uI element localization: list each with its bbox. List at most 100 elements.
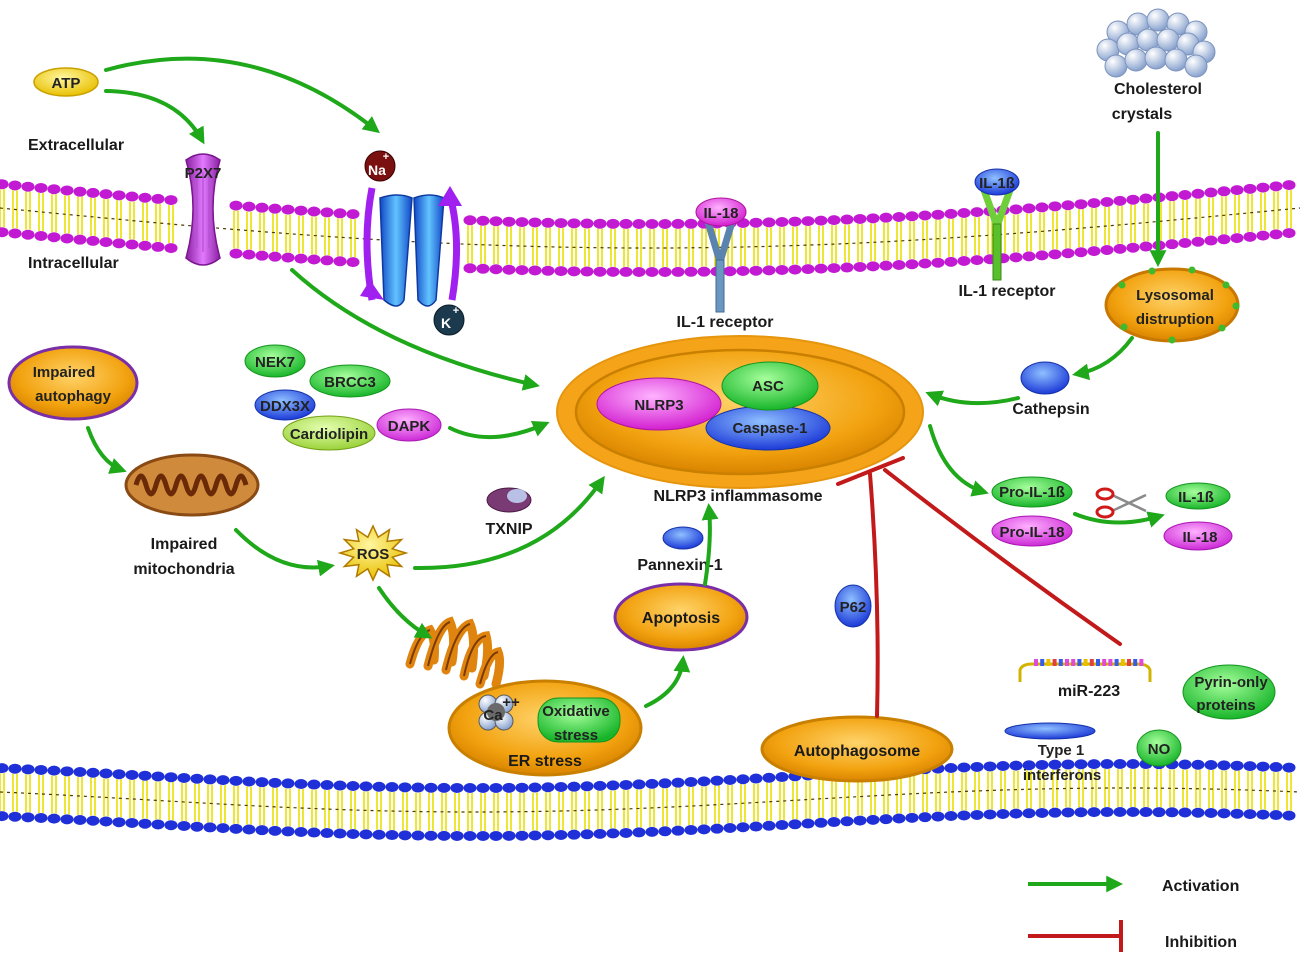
txnip: TXNIP (485, 487, 533, 538)
apoptosis-label: Apoptosis (642, 610, 720, 627)
nek7: NEK7 (244, 344, 306, 378)
k-charge: + (453, 305, 459, 317)
arrow-autophagy-to-mito (86, 426, 127, 474)
pro-il18: Pro-IL-18 (991, 515, 1073, 547)
arrow-ros-to-er (377, 586, 433, 639)
pro-il1b-label: Pro-IL-1ß (999, 484, 1065, 501)
inhibition-mir223 (883, 468, 1122, 646)
na-k-channel (360, 186, 462, 307)
cathepsin: Cathepsin (1012, 361, 1090, 418)
lysosomal-label-line2: distruption (1136, 311, 1214, 328)
dapk-label: DAPK (388, 418, 431, 435)
nitric-oxide: NO (1136, 729, 1182, 767)
no-label: NO (1148, 741, 1171, 758)
impaired-autophagy-line2: autophagy (35, 388, 111, 405)
oxidative-line2: stress (554, 727, 598, 744)
plasma-membrane-top (0, 179, 1300, 277)
il1-receptor-left-label: IL-1 receptor (677, 314, 774, 331)
il1b-mature: IL-1ß (1165, 482, 1231, 510)
mir223: miR-223 (1018, 659, 1152, 700)
impaired-autophagy-line1: Impaired (33, 364, 96, 381)
autophagosome: Autophagosome (760, 715, 954, 783)
apoptosis: Apoptosis (613, 582, 749, 652)
il1b-top-label: IL-1ß (979, 175, 1015, 192)
pannexin-label: Pannexin-1 (637, 557, 722, 574)
legend: Activation Inhibition (1028, 875, 1239, 952)
oxidative-stress: Oxidative stress (537, 697, 621, 744)
pyrin-only-proteins: Pyrin-only proteins (1182, 664, 1276, 720)
inflammasome-label: NLRP3 inflammasome (654, 488, 823, 505)
arrow-inflammasome-to-cytokines (928, 424, 989, 497)
legend-activation-label: Activation (1162, 878, 1239, 895)
arrow-er-to-apoptosis (644, 654, 691, 708)
type1-line1: Type 1 (1038, 742, 1084, 759)
pro-il1b: Pro-IL-1ß (991, 476, 1073, 508)
lysosomal-label-line1: Lysosomal (1136, 287, 1214, 304)
pyrin-line2: proteins (1196, 697, 1255, 714)
pannexin-1: Pannexin-1 (637, 526, 723, 574)
txnip-label: TXNIP (485, 521, 532, 538)
pyrin-line1: Pyrin-only (1194, 674, 1268, 691)
autophagosome-label: Autophagosome (794, 743, 920, 760)
type1-line2: interferons (1023, 767, 1101, 784)
cathepsin-label: Cathepsin (1012, 401, 1089, 418)
cardiolipin-label: Cardiolipin (290, 426, 368, 443)
caspase1-label: Caspase-1 (732, 420, 807, 437)
arrow-dapk-to-inflammasome (448, 421, 550, 440)
scissors-icon (1095, 487, 1147, 519)
ca-charge: ++ (502, 694, 520, 711)
oxidative-line1: Oxidative (542, 703, 610, 720)
il1b-label: IL-1ß (1178, 489, 1214, 506)
il18-label: IL-18 (1182, 529, 1217, 546)
lysosome: Lysosomal distruption (1104, 266, 1240, 344)
brcc3-label: BRCC3 (324, 374, 376, 391)
legend-inhibition-label: Inhibition (1165, 934, 1237, 951)
sodium-ion: Na + (364, 150, 396, 182)
ros-label: ROS (357, 546, 390, 563)
inhibition-autophagosome (868, 472, 880, 718)
inhibition-t-bar (836, 456, 905, 486)
plasma-membrane-bottom (0, 759, 1300, 841)
cholesterol-crystals-icon (1096, 8, 1216, 78)
na-label: Na (368, 162, 386, 178)
dapk: DAPK (376, 408, 442, 442)
p2x7-label: P2X7 (185, 165, 222, 182)
arrow-cathepsin-to-inflammasome (925, 390, 1020, 407)
asc-label: ASC (752, 378, 784, 395)
type1-interferons: Type 1 interferons (1004, 722, 1101, 784)
p62-label: P62 (840, 599, 867, 616)
arrow-atp-to-p2x7 (104, 89, 205, 145)
brcc3: BRCC3 (309, 364, 391, 398)
il1-receptor-left: IL-18 IL-1 receptor (677, 197, 774, 331)
nek7-label: NEK7 (255, 354, 295, 371)
atp-label: ATP (52, 75, 81, 92)
arrow-apoptosis-to-inflammasome (701, 502, 719, 586)
cholesterol-label-line2: crystals (1112, 106, 1173, 123)
il18-top-label: IL-18 (703, 205, 738, 222)
intracellular-label: Intracellular (28, 255, 119, 272)
ros: ROS (337, 524, 409, 582)
p2x7-receptor: P2X7 (185, 153, 222, 266)
impaired-mito-line1: Impaired (151, 536, 218, 553)
potassium-ion: K + (433, 304, 465, 336)
arrow-channel-to-inflammasome (290, 268, 540, 391)
er-stress-label: ER stress (508, 753, 582, 770)
impaired-autophagy: Impaired autophagy (7, 345, 139, 421)
nlrp3-inflammasome: NLRP3 ASC Caspase-1 NLRP3 inflammasome (556, 335, 924, 505)
mir223-label: miR-223 (1058, 683, 1120, 700)
cholesterol-label-line1: Cholesterol (1114, 81, 1202, 98)
arrow-pro-to-mature (1073, 511, 1165, 528)
na-charge: + (383, 151, 389, 163)
ddx3x: DDX3X (254, 389, 316, 421)
ddx3x-label: DDX3X (260, 398, 310, 415)
p62: P62 (834, 584, 872, 628)
arrow-mito-to-ros (234, 528, 335, 577)
k-label: K (441, 315, 451, 331)
pro-il18-label: Pro-IL-18 (999, 524, 1064, 541)
cardiolipin: Cardiolipin (282, 415, 376, 451)
impaired-mito-line2: mitochondria (133, 561, 234, 578)
calcium-ion-cluster: Ca ++ (478, 694, 520, 731)
il1-receptor-right-label: IL-1 receptor (959, 283, 1056, 300)
